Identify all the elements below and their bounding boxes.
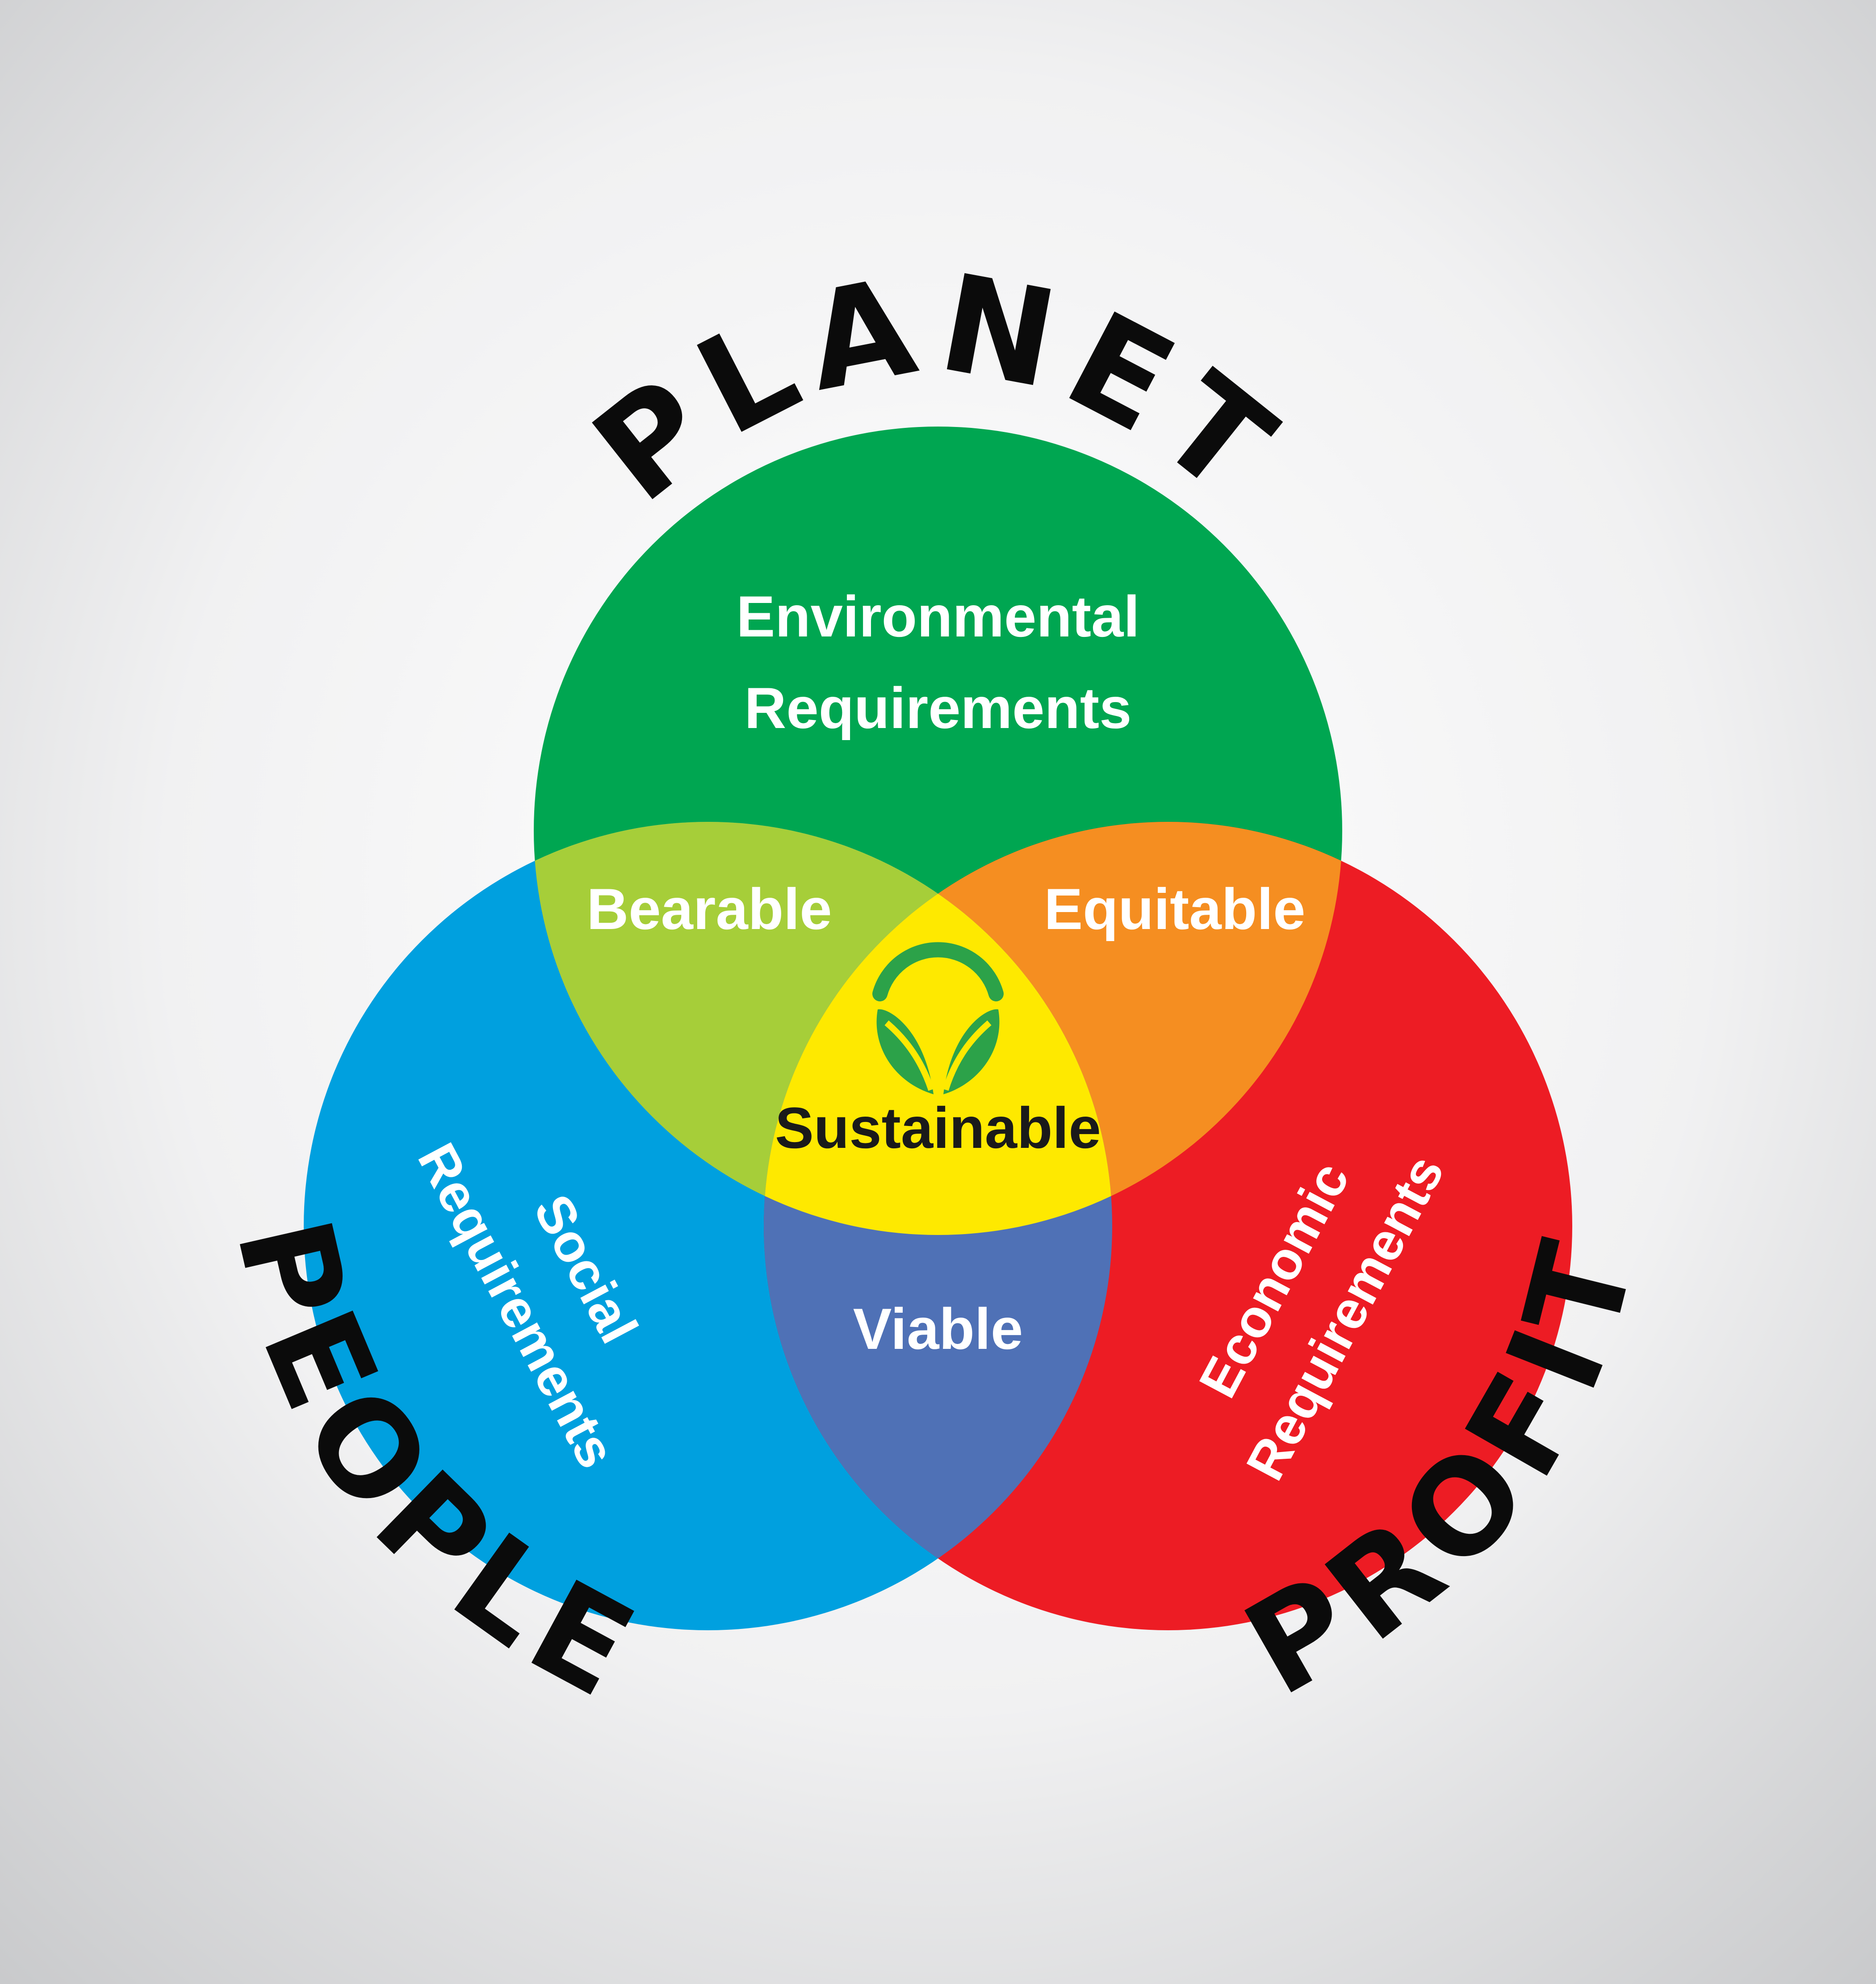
viable-label: Viable (853, 1296, 1023, 1361)
environmental-label-line2: Requirements (745, 675, 1132, 741)
environmental-label-line1: Environmental (737, 584, 1140, 649)
sustainable-region (764, 822, 1112, 1235)
leaf-sprout-icon (872, 942, 1004, 1094)
sustainable-label: Sustainable (775, 1095, 1101, 1160)
equitable-label: Equitable (1044, 876, 1305, 942)
bearable-label: Bearable (586, 876, 832, 942)
